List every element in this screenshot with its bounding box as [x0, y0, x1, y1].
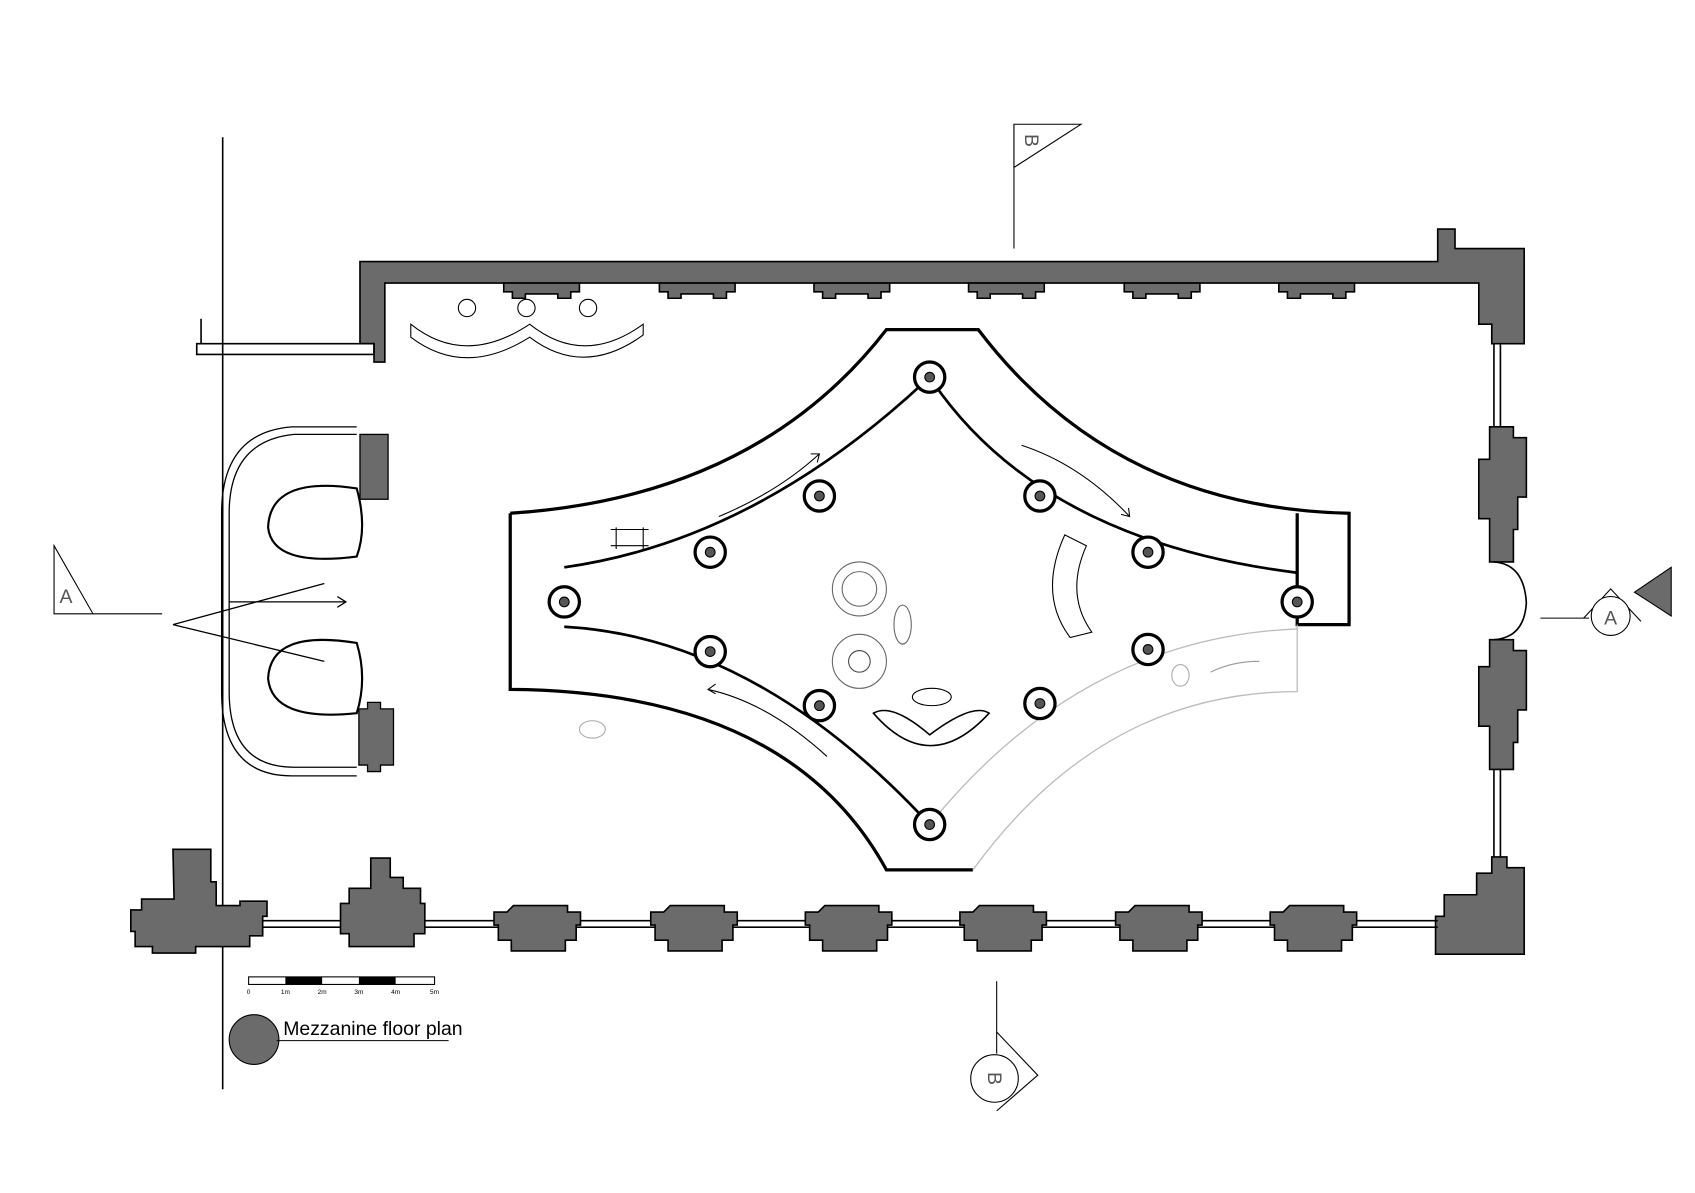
- section-label-b-bottom: B: [983, 1072, 1005, 1085]
- furniture: [410, 298, 1190, 747]
- scale-tick: 4m: [391, 989, 400, 996]
- scale-tick: 5m: [430, 989, 439, 996]
- section-label-a-left: A: [59, 586, 72, 608]
- bottom-wall: [129, 848, 1438, 954]
- column-core: [558, 596, 570, 608]
- column-core: [924, 371, 936, 383]
- scale-tick: 3m: [354, 989, 363, 996]
- scale-tick: 0: [247, 989, 251, 996]
- plan-title-text: Mezzanine floor plan: [283, 1018, 462, 1040]
- plan-title: Mezzanine floor plan: [228, 1014, 463, 1065]
- column-core: [813, 700, 825, 712]
- column-core: [1291, 596, 1303, 608]
- column-core: [1142, 644, 1154, 655]
- section-label-b-top: B: [1020, 134, 1042, 147]
- column-core: [1034, 490, 1046, 502]
- column-core: [1142, 546, 1154, 558]
- column-core: [704, 546, 716, 558]
- column-core: [924, 819, 936, 830]
- section-marker-b-top: B: [1013, 123, 1083, 249]
- section-marker-b-bottom: B: [970, 981, 1039, 1112]
- bottom-columns: [493, 904, 1358, 952]
- spiral-staircase: [172, 426, 395, 777]
- column-core: [813, 490, 825, 502]
- structural-columns: [547, 360, 1314, 842]
- top-wall: [195, 228, 1526, 363]
- mezzanine-outline: [508, 327, 1351, 872]
- section-marker-a-right: A: [1540, 566, 1672, 636]
- scale-tick: 2m: [318, 989, 327, 996]
- column-core: [704, 646, 716, 658]
- section-label-a-right: A: [1604, 608, 1617, 630]
- circulation-arrows: [707, 444, 1260, 757]
- scale-tick: 1m: [281, 989, 290, 996]
- section-marker-a-left: A: [53, 543, 163, 615]
- right-wall: [1434, 343, 1528, 955]
- column-core: [1034, 698, 1046, 709]
- title-bullet-icon: [228, 1014, 280, 1065]
- scale-bar: 0 1m 2m 3m 4m 5m: [247, 976, 439, 996]
